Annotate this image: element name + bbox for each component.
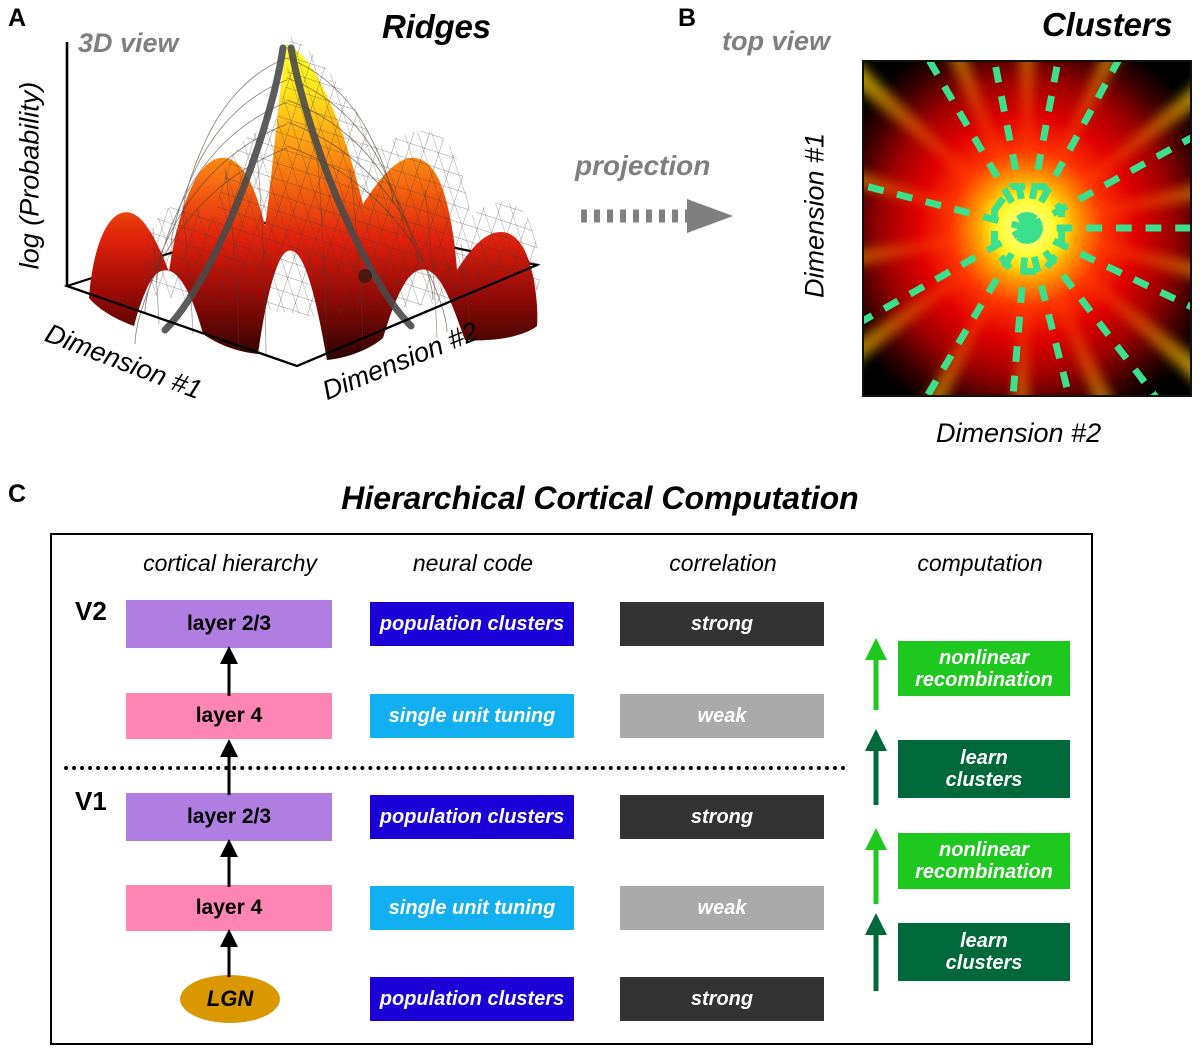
panel-a-letter: A (8, 4, 27, 32)
correlation-box-label: weak (697, 897, 747, 919)
code-box-v1-layer4[interactable]: single unit tuning (370, 886, 574, 930)
correlation-box-label: weak (697, 705, 747, 727)
code-box-label: single unit tuning (388, 897, 556, 919)
correlation-box-v2-layer4[interactable]: weak (620, 694, 824, 738)
computation-box-line2: recombination (915, 861, 1053, 883)
panel-b-title: Clusters (1042, 6, 1173, 43)
correlation-box-v1-layer23[interactable]: strong (620, 795, 824, 839)
flow-arrow-up-v1-to-v2 (220, 739, 238, 795)
correlation-box-label: strong (690, 613, 754, 635)
column-header-computation: computation (917, 550, 1043, 576)
panel-b-letter: B (678, 4, 697, 32)
clusters-heatmap (862, 60, 1192, 397)
column-header-correlation: correlation (669, 550, 777, 576)
computation-box-2[interactable]: learn clusters (898, 740, 1070, 798)
correlation-box-v2-layer23[interactable]: strong (620, 602, 824, 646)
code-box-label: population clusters (379, 806, 565, 828)
hierarchy-box-label: layer 2/3 (186, 805, 272, 829)
lgn-label: LGN (206, 985, 254, 1011)
dotted-right-arrow-icon (581, 199, 733, 233)
column-header-cortical-hierarchy: cortical hierarchy (143, 550, 317, 576)
panel-b-view-label: top view (722, 26, 831, 56)
computation-arrow-4 (865, 913, 887, 991)
hierarchy-box-label: layer 4 (195, 704, 263, 728)
flow-arrow-up-v1-l4-to-l23 (220, 839, 238, 887)
computation-box-line2: recombination (915, 668, 1053, 691)
flow-arrow-up-lgn-to-v1-l4 (220, 929, 238, 977)
computation-box-3[interactable]: nonlinear recombination (898, 833, 1070, 889)
hierarchy-box-label: layer 2/3 (186, 612, 272, 636)
computation-box-line2: clusters (945, 769, 1023, 791)
code-box-label: single unit tuning (388, 705, 556, 727)
projection-label: projection (575, 150, 711, 181)
code-box-label: population clusters (379, 988, 565, 1010)
computation-box-line2: clusters (945, 952, 1023, 974)
computation-box-1[interactable]: nonlinear recombination (898, 641, 1070, 696)
hierarchy-box-label: layer 4 (195, 896, 263, 920)
panel-c-title: Hierarchical Cortical Computation (341, 480, 859, 516)
code-box-label: population clusters (379, 613, 565, 635)
panel-b: B Clusters top view Dimension #1 Dimensi… (660, 0, 1200, 460)
computation-arrow-3 (865, 828, 887, 904)
computation-box-line1: learn (960, 930, 1008, 952)
hierarchy-box-v2-layer23[interactable]: layer 2/3 (126, 600, 332, 648)
correlation-box-label: strong (690, 806, 754, 828)
hierarchy-box-v1-layer23[interactable]: layer 2/3 (126, 793, 332, 841)
correlation-box-lgn[interactable]: strong (620, 977, 824, 1021)
area-label-v2: V2 (75, 596, 107, 626)
computation-box-line1: learn (960, 747, 1008, 769)
area-label-v1: V1 (75, 786, 107, 816)
computation-arrow-2 (865, 729, 887, 805)
column-header-neural-code: neural code (412, 550, 534, 576)
hierarchy-box-v1-layer4[interactable]: layer 4 (126, 885, 332, 931)
code-box-v2-layer4[interactable]: single unit tuning (370, 694, 574, 738)
v1-v2-divider (64, 766, 846, 770)
computation-box-4[interactable]: learn clusters (898, 923, 1070, 981)
panel-a-title: Ridges (382, 8, 491, 45)
panel-a: A Ridges 3D view log (Probability) (0, 0, 600, 440)
ridge-surface-plot (63, 36, 541, 368)
code-box-v2-layer23[interactable]: population clusters (370, 602, 574, 646)
computation-box-line1: nonlinear (938, 646, 1029, 669)
lgn-node[interactable]: LGN (180, 975, 280, 1023)
panel-c-letter: C (8, 480, 27, 508)
computation-box-line1: nonlinear (938, 839, 1029, 861)
correlation-box-label: strong (690, 988, 754, 1010)
cluster-boundaries (864, 62, 1190, 395)
hierarchy-box-v2-layer4[interactable]: layer 4 (126, 693, 332, 739)
computation-arrow-1 (865, 638, 887, 710)
flow-arrow-up-v2-l4-to-l23 (220, 646, 238, 696)
panel-a-view-label: 3D view (78, 28, 179, 58)
code-box-lgn[interactable]: population clusters (370, 977, 574, 1021)
panel-b-y-axis-label: Dimension #1 (799, 132, 830, 299)
correlation-box-v1-layer4[interactable]: weak (620, 886, 824, 930)
code-box-v1-layer23[interactable]: population clusters (370, 795, 574, 839)
panel-b-x-axis-label: Dimension #2 (936, 418, 1102, 448)
projection-group: projection (575, 150, 755, 250)
